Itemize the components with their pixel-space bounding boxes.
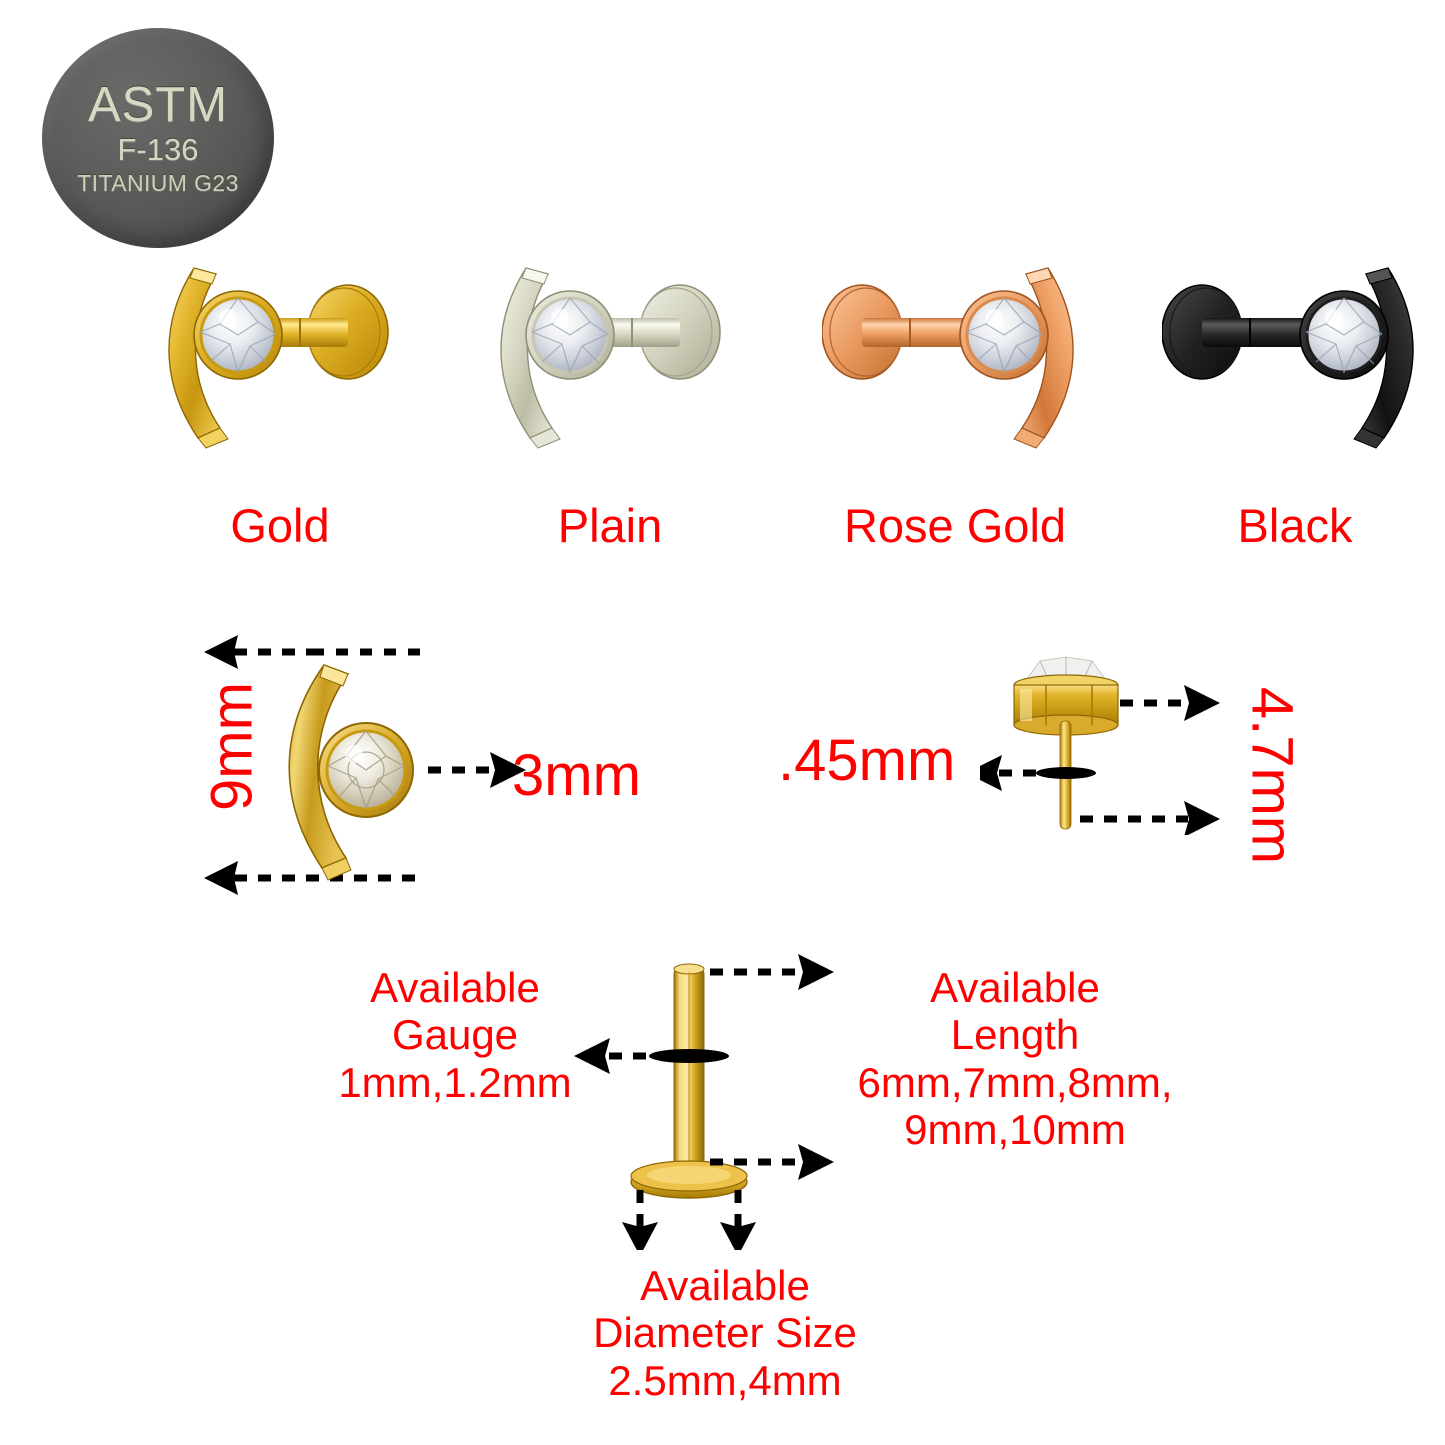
product-variant-black [1161,262,1432,452]
astm-material-grade: TITANIUM G23 [77,170,239,196]
astm-certification-badge: ASTM F-136 TITANIUM G23 [42,28,274,248]
dimension-label-gem-diameter: 3mm [512,743,641,808]
dimension-diagram-side-view [966,655,1280,837]
astm-standard-code: F-136 [117,132,199,167]
spec-length-title-1: Available [930,964,1100,1011]
variant-label-gold: Gold [230,499,330,552]
side-view-illustration [966,656,1220,837]
variant-label-rose-gold: Rose Gold [843,499,1067,552]
spec-gauge-values: 1mm,1.2mm [338,1058,572,1106]
labret-stud-gold-illustration [168,267,389,449]
arrowhead-gauge [574,1038,610,1074]
dimension-label-head-diameter: 4.7mm [1239,686,1305,865]
arrowhead-right-lower [1184,801,1220,837]
product-variant-plain [482,262,752,452]
arrowhead-top [204,635,238,669]
labret-post-diagram [570,950,880,1256]
dimension-diagram-front-view [196,630,676,900]
spec-diameter: Available Diameter Size 2.5mm,4mm [535,1262,915,1404]
front-view-illustration [204,635,526,895]
astm-standard-name: ASTM [87,78,229,132]
product-variant-rose-gold [821,262,1092,452]
dimension-label-disc-thickness: .45mm [778,728,956,793]
spec-length-title-2: Length [950,1011,1080,1059]
variant-label-black: Black [1237,499,1353,552]
spec-length-values-2: 9mm,10mm [904,1106,1126,1154]
labret-stud-plain-illustration [500,267,721,449]
spec-length: Available Length 6mm,7mm,8mm, 9mm,10mm [850,964,1180,1154]
arrowhead-diameter-right [720,1222,756,1256]
spec-diameter-title-1: Available [640,1262,810,1309]
spec-diameter-title-2: Diameter Size [593,1309,857,1357]
arrowhead-diameter-left [622,1222,658,1256]
spec-diameter-values: 2.5mm,4mm [608,1356,842,1404]
arrowhead-right-upper [1184,685,1220,721]
variant-label-plain: Plain [557,499,663,552]
labret-post-illustration [574,954,834,1256]
arrowhead-bottom [204,861,238,895]
spec-gauge-title-2: Gauge [391,1011,519,1059]
labret-stud-black-illustration [1161,267,1414,449]
arrowhead-left-thickness [966,755,1002,791]
dimension-label-arc-height: 9mm [199,682,265,811]
labret-stud-rose-gold-illustration [821,267,1074,449]
arrowhead-length-top [798,954,834,990]
product-variant-gold [150,262,420,452]
spec-gauge: Available Gauge 1mm,1.2mm [330,964,580,1106]
arrowhead-right [490,752,526,788]
spec-gauge-title-1: Available [370,964,540,1011]
arrowhead-length-bottom [798,1144,834,1180]
spec-length-values-1: 6mm,7mm,8mm, [857,1058,1173,1106]
